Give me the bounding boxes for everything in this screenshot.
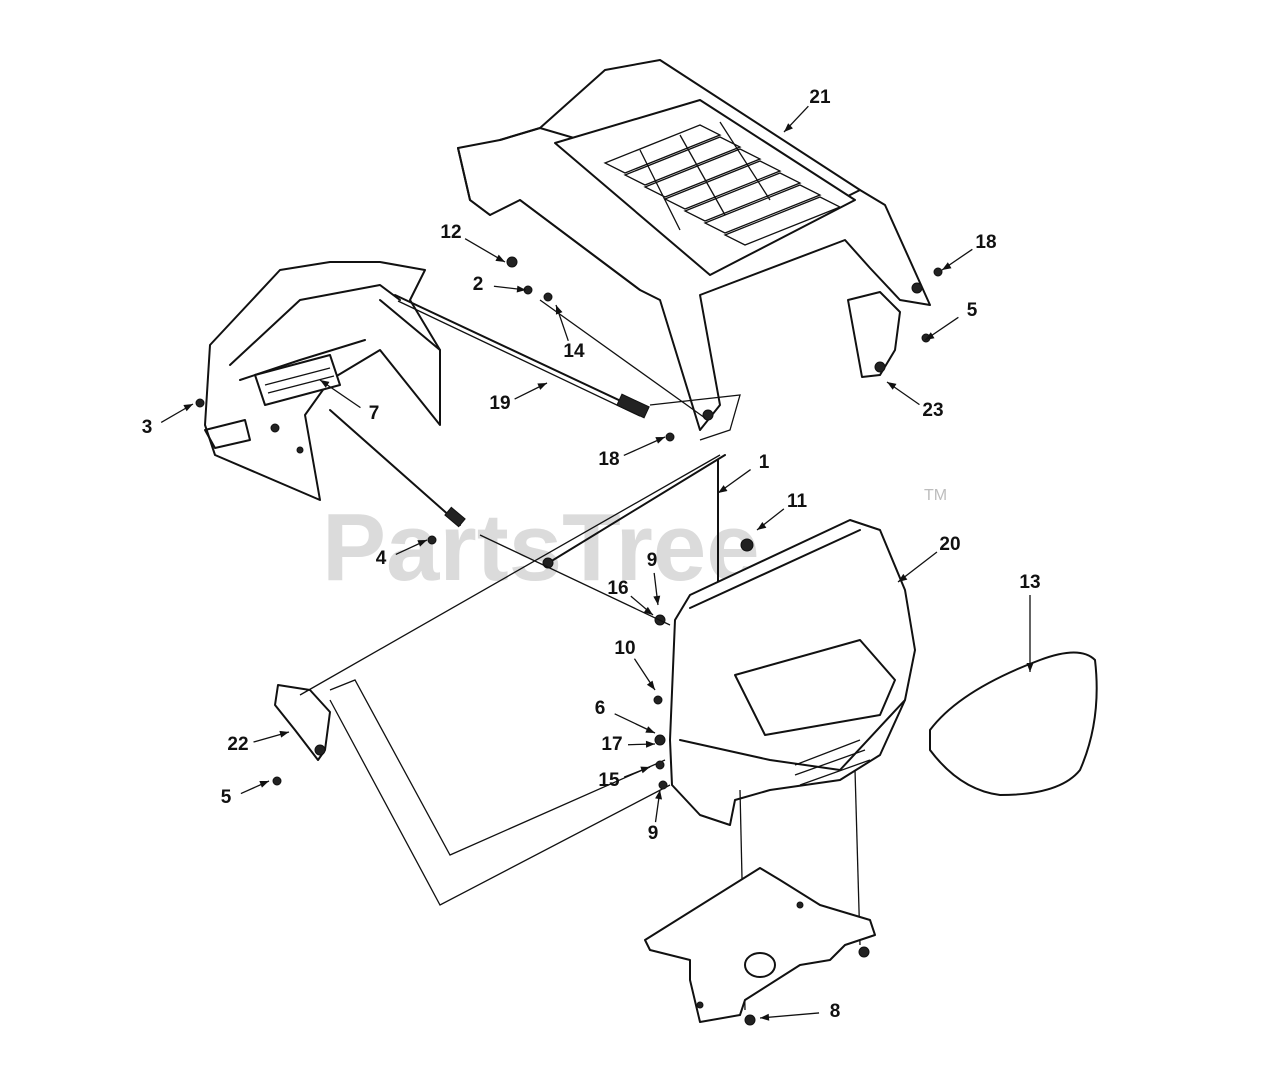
- callout-2: 2: [473, 274, 484, 295]
- lens-part-13: [929, 651, 1098, 796]
- callout-11: 11: [787, 491, 808, 512]
- callout-arrowhead-9: [653, 595, 661, 605]
- callout-arrowhead-19: [537, 383, 547, 390]
- callout-16: 16: [607, 578, 628, 599]
- callout-20: 20: [939, 534, 960, 555]
- callout-arrowhead-5: [925, 332, 935, 340]
- callout-arrowhead-5: [259, 781, 269, 788]
- callout-arrowhead-1: [718, 485, 728, 493]
- callout-arrowhead-11: [757, 521, 767, 530]
- callout-arrowhead-12: [495, 254, 505, 262]
- callout-arrowhead-6: [645, 726, 655, 733]
- callout-arrowhead-8: [760, 1013, 770, 1021]
- callout-arrowhead-14: [555, 305, 563, 315]
- nose-cone-part-20: [654, 519, 916, 826]
- callout-arrowhead-4: [417, 540, 427, 547]
- callout-5: 5: [221, 787, 232, 808]
- cable-part-19: [394, 294, 650, 419]
- callout-1: 1: [759, 452, 770, 473]
- callout-10: 10: [614, 638, 635, 659]
- frame-bracket: [644, 867, 876, 1026]
- callout-arrowhead-16: [643, 606, 653, 615]
- callout-5: 5: [967, 300, 978, 321]
- callout-arrowhead-9: [655, 790, 663, 800]
- cable-part-4: [329, 409, 466, 528]
- callout-15: 15: [598, 770, 620, 791]
- left-bracket-part-22: [274, 684, 331, 761]
- callout-12: 12: [440, 222, 461, 243]
- callout-4: 4: [376, 548, 387, 569]
- callout-19: 19: [489, 393, 510, 414]
- callout-arrowhead-22: [279, 730, 289, 738]
- callout-arrowhead-23: [887, 382, 897, 390]
- callout-21: 21: [809, 87, 831, 108]
- watermark-trademark: TM: [924, 487, 947, 504]
- assembly-guide-lines: [299, 299, 861, 1011]
- callout-leader-8: [759, 1012, 820, 1019]
- callout-arrowhead-13: [1026, 663, 1034, 672]
- rod-part-1: [542, 454, 726, 591]
- hood-part-21: [457, 59, 931, 431]
- callout-arrowhead-18: [942, 262, 952, 270]
- callout-7: 7: [369, 403, 380, 424]
- callout-23: 23: [922, 400, 943, 421]
- callout-arrowhead-10: [646, 680, 655, 690]
- callout-arrowhead-3: [183, 404, 193, 412]
- callout-arrowhead-18: [655, 437, 665, 444]
- callout-18: 18: [975, 232, 996, 253]
- callout-arrowhead-21: [784, 123, 793, 132]
- callout-9: 9: [648, 823, 659, 844]
- callout-14: 14: [563, 341, 585, 362]
- callout-arrowhead-7: [320, 380, 330, 388]
- callout-22: 22: [227, 734, 248, 755]
- callout-13: 13: [1019, 572, 1040, 593]
- callout-6: 6: [595, 698, 606, 719]
- callout-arrowhead-17: [645, 740, 655, 748]
- callout-8: 8: [830, 1001, 841, 1022]
- right-bracket-part-23: [847, 291, 901, 378]
- callout-17: 17: [601, 734, 622, 755]
- callout-arrowhead-15: [640, 766, 650, 774]
- callout-arrowhead-2: [516, 285, 526, 293]
- watermark-logo: PartsTree: [322, 494, 760, 601]
- callout-arrowhead-20: [898, 573, 908, 582]
- callout-3: 3: [142, 417, 153, 438]
- hardware-fasteners: [195, 256, 943, 790]
- callout-9: 9: [647, 550, 658, 571]
- callout-18: 18: [598, 449, 619, 470]
